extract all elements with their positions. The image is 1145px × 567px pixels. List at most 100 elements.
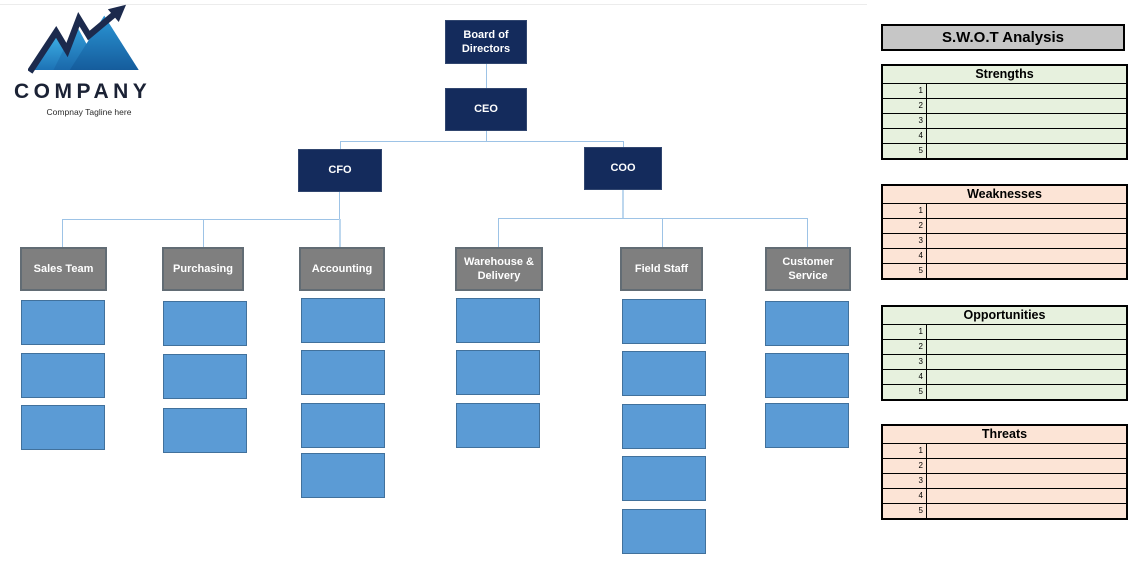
swot-threats-row-1: 1 [883,444,1126,459]
coo-label: COO [610,162,636,175]
swot-threats-row-4: 4 [883,489,1126,504]
swot-opportunities-title: Opportunities [883,307,1126,325]
swot-threats-row-5: 5 [883,504,1126,518]
placeholder-box-warehouse-2[interactable] [456,350,540,395]
row-number: 5 [883,144,927,158]
swot-weaknesses-title: Weaknesses [883,186,1126,204]
connector-to-cfo [340,141,341,149]
swot-weaknesses-row-2: 2 [883,219,1126,234]
swot-weaknesses-value-5[interactable] [927,264,1126,278]
placeholder-box-sales-2[interactable] [21,353,105,398]
cfo-label: CFO [328,164,352,177]
dept-field-staff-label: Field Staff [634,262,689,275]
placeholder-box-accounting-1[interactable] [301,298,385,343]
ceo-label: CEO [474,103,498,116]
swot-threats-value-3[interactable] [927,474,1126,488]
swot-strengths-value-5[interactable] [927,144,1126,158]
swot-strengths-value-3[interactable] [927,114,1126,128]
placeholder-box-purchasing-3[interactable] [163,408,247,453]
row-number: 4 [883,129,927,143]
placeholder-box-sales-1[interactable] [21,300,105,345]
swot-strengths-title: Strengths [883,66,1126,84]
swot-weaknesses-value-2[interactable] [927,219,1126,233]
connector-rail-cfo-coo [340,141,624,142]
connector-to-sales-team [62,219,63,247]
dept-field-staff-box[interactable]: Field Staff [620,247,703,291]
swot-opportunities-value-1[interactable] [927,325,1126,339]
dept-purchasing-box[interactable]: Purchasing [162,247,244,291]
row-number: 2 [883,340,927,354]
swot-threats-value-1[interactable] [927,444,1126,458]
dept-customer-service-box[interactable]: Customer Service [765,247,851,291]
placeholder-box-customer-2[interactable] [765,353,849,398]
swot-strengths-value-2[interactable] [927,99,1126,113]
swot-weaknesses-value-3[interactable] [927,234,1126,248]
dept-warehouse-delivery-box[interactable]: Warehouse & Delivery [455,247,543,291]
row-number: 2 [883,99,927,113]
row-number: 1 [883,84,927,98]
connector-to-customer-service [807,218,808,247]
placeholder-box-field-1[interactable] [622,299,706,344]
row-number: 1 [883,444,927,458]
gridline [0,4,867,5]
placeholder-box-customer-1[interactable] [765,301,849,346]
row-number: 4 [883,489,927,503]
row-number: 1 [883,204,927,218]
row-number: 3 [883,234,927,248]
row-number: 5 [883,264,927,278]
swot-weaknesses-row-4: 4 [883,249,1126,264]
row-number: 3 [883,114,927,128]
row-number: 3 [883,474,927,488]
swot-opportunities-value-4[interactable] [927,370,1126,384]
swot-strengths-value-1[interactable] [927,84,1126,98]
swot-weaknesses-table: Weaknesses 1 2 3 4 5 [881,184,1128,280]
row-number: 4 [883,249,927,263]
placeholder-box-purchasing-1[interactable] [163,301,247,346]
swot-opportunities-value-3[interactable] [927,355,1126,369]
placeholder-box-field-3[interactable] [622,404,706,449]
dept-sales-team-box[interactable]: Sales Team [20,247,107,291]
dept-accounting-box[interactable]: Accounting [299,247,385,291]
placeholder-box-accounting-3[interactable] [301,403,385,448]
swot-threats-value-4[interactable] [927,489,1126,503]
swot-weaknesses-value-1[interactable] [927,204,1126,218]
swot-opportunities-row-4: 4 [883,370,1126,385]
placeholder-box-warehouse-1[interactable] [456,298,540,343]
row-number: 5 [883,504,927,518]
placeholder-box-field-2[interactable] [622,351,706,396]
swot-strengths-row-3: 3 [883,114,1126,129]
swot-opportunities-value-2[interactable] [927,340,1126,354]
dept-warehouse-delivery-label: Warehouse & Delivery [464,255,534,282]
swot-strengths-row-2: 2 [883,99,1126,114]
row-number: 2 [883,459,927,473]
swot-threats-value-2[interactable] [927,459,1126,473]
swot-weaknesses-value-4[interactable] [927,249,1126,263]
swot-opportunities-row-2: 2 [883,340,1126,355]
board-of-directors-box[interactable]: Board of Directors [445,20,527,64]
placeholder-box-purchasing-2[interactable] [163,354,247,399]
placeholder-box-accounting-2[interactable] [301,350,385,395]
connector-board-ceo [486,64,487,88]
swot-threats-value-5[interactable] [927,504,1126,518]
placeholder-box-warehouse-3[interactable] [456,403,540,448]
placeholder-box-sales-3[interactable] [21,405,105,450]
company-tagline: Compnay Tagline here [46,107,132,117]
ceo-box[interactable]: CEO [445,88,527,131]
swot-opportunities-row-3: 3 [883,355,1126,370]
placeholder-box-accounting-4[interactable] [301,453,385,498]
swot-strengths-row-1: 1 [883,84,1126,99]
company-name: COMPANY [14,80,152,103]
connector-to-accounting [339,219,341,247]
dept-accounting-label: Accounting [311,262,373,275]
swot-opportunities-value-5[interactable] [927,385,1126,399]
placeholder-box-customer-3[interactable] [765,403,849,448]
coo-box[interactable]: COO [584,147,662,190]
connector-ceo-down [486,131,487,141]
row-number: 4 [883,370,927,384]
placeholder-box-field-5[interactable] [622,509,706,554]
cfo-box[interactable]: CFO [298,149,382,192]
placeholder-box-field-4[interactable] [622,456,706,501]
connector-to-purchasing [203,219,204,247]
swot-strengths-value-4[interactable] [927,129,1126,143]
